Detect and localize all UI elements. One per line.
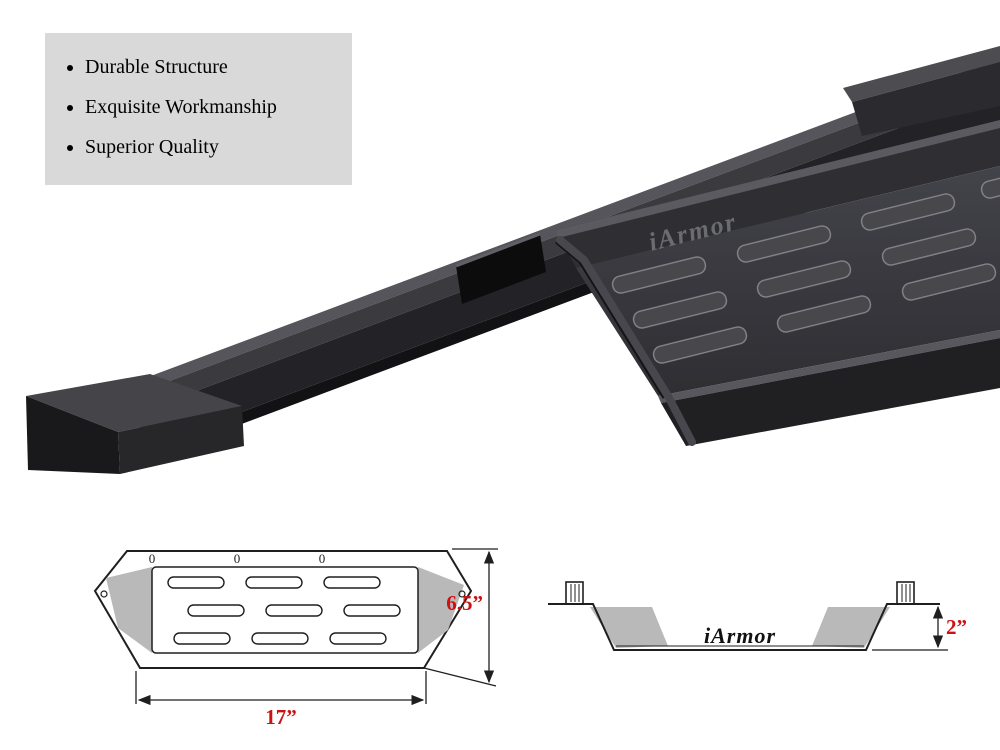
step-slot [611,256,707,294]
depth-label: 6.5” [446,591,483,615]
step-slot [860,193,956,231]
mounting-tab-right [896,581,915,605]
step-back-rim-highlight [556,120,1000,238]
step-left-edge-shadow [555,240,666,399]
top-right-cap [843,46,1000,136]
extension-line [423,667,497,687]
mounting-tab-left [565,581,584,605]
side-view-diagram: iArmor 2” [548,581,967,651]
end-cap-top-face [26,374,242,432]
step-slot [736,225,832,263]
bolt-hole-label: 0 [149,551,156,566]
feature-item: Superior Quality [85,127,342,167]
cap-front-face [852,62,1000,136]
bolt-hole-right [458,590,466,598]
step-slot [632,291,728,329]
slot-cutout [187,604,245,617]
top-view-pad-outline [151,566,419,654]
feature-item: Durable Structure [85,47,342,87]
side-view-brand-label: iArmor [704,623,776,648]
notch-opening [456,234,546,304]
dimension-width [135,671,427,706]
product-render: iArmor [26,46,1000,474]
step-slots [611,161,1000,364]
notch-rim-highlight [455,232,541,268]
slot-cutout [329,632,387,645]
drop-step: iArmor [555,120,1000,446]
slot-cutout [245,576,303,589]
step-slot [776,295,872,333]
slot-cutout [173,632,231,645]
features-list: Durable Structure Exquisite Workmanship … [59,47,342,167]
step-slot [652,326,748,364]
side-view-right-shade [812,607,890,648]
top-view-left-chamfer-shade [106,567,152,653]
slot-cutout [265,604,323,617]
width-label: 17” [265,705,297,729]
side-view-left-shade [590,607,668,648]
end-cap-side-face [118,406,244,474]
top-view-diagram: 0 0 0 6.5” 17” [93,548,498,729]
step-front-skirt [661,338,1000,446]
tab-outline [896,581,915,605]
slot-cutout [251,632,309,645]
end-cap-front-face [26,396,120,474]
top-view-slots [167,576,401,645]
slot-cutout [167,576,225,589]
features-box: Durable Structure Exquisite Workmanship … [45,33,352,185]
dimension-depth [423,548,498,687]
step-slot [881,228,977,266]
height-label: 2” [946,615,967,639]
left-end-cap [26,374,244,474]
side-view-channel-outline [548,603,940,651]
slot-cutout [323,576,381,589]
step-slot [756,260,852,298]
bolt-hole-label: 0 [234,551,241,566]
dimension-height [872,605,948,651]
top-view-right-chamfer-shade [418,567,464,653]
bolt-hole-label: 0 [319,551,326,566]
rail-top-bevel [140,58,1000,392]
step-back-wall [556,120,1000,268]
step-slot [980,161,1000,199]
step-front-edge-highlight [658,330,1000,403]
slot-cutout [343,604,401,617]
tab-outline [565,581,584,605]
rail-notch-recess [455,232,546,304]
bolt-hole-left [100,590,108,598]
feature-item: Exquisite Workmanship [85,87,342,127]
step-slot [901,263,997,301]
step-left-bevel [556,236,696,446]
cap-top-face [843,46,1000,102]
